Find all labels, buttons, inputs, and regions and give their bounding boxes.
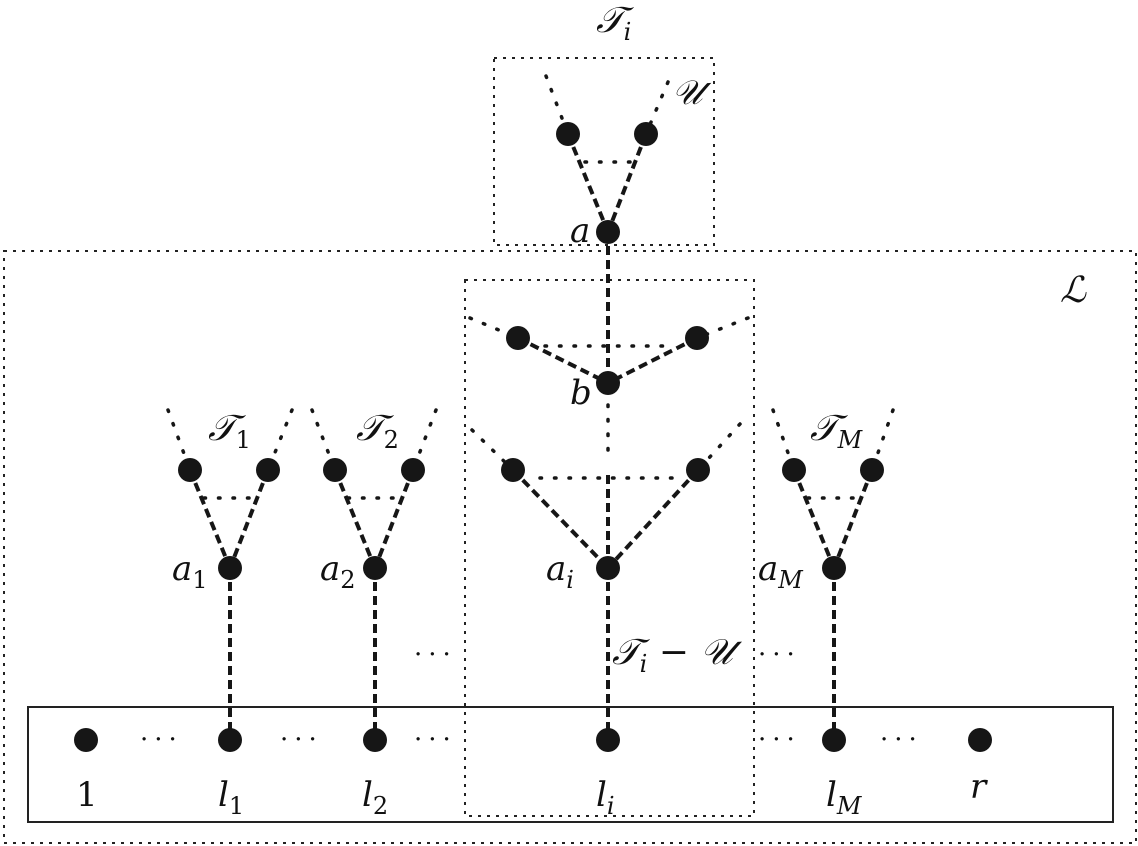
label-a2: a2 (320, 549, 356, 594)
label-TM: 𝒯M (810, 408, 864, 454)
edge-ai-left-outer-dots (470, 428, 515, 472)
label-ai: ai (546, 549, 574, 594)
edge-U-right-dots (644, 80, 670, 136)
node-ai-left (501, 458, 525, 482)
edge-a-right (606, 133, 648, 233)
leaf-lM (822, 728, 846, 752)
edge-a1-left (188, 469, 232, 569)
node-T2-left (323, 458, 347, 482)
leaf-r (968, 728, 992, 752)
node-TM-right (860, 458, 884, 482)
leaf-l1 (218, 728, 242, 752)
ellipsis-leaves-5: ··· (880, 725, 923, 755)
box-L (3, 250, 1137, 844)
edge-ai-right-outer-dots (696, 422, 742, 472)
label-T1: 𝒯1 (208, 408, 251, 454)
node-U-right (634, 122, 658, 146)
edge-T1-left-outer-dots (166, 408, 192, 472)
ellipsis-leaves-3: ··· (414, 725, 457, 755)
edge-a2-left (333, 469, 377, 569)
ellipsis-leaves-2: ··· (280, 725, 323, 755)
label-a1: a1 (172, 549, 208, 594)
edge-a2-right (373, 469, 415, 569)
node-a1 (218, 556, 242, 580)
node-ai-right (686, 458, 710, 482)
edge-a-left (566, 133, 610, 233)
leaf-li (596, 728, 620, 752)
leaf-1 (74, 728, 98, 752)
edge-ai-left (511, 468, 610, 570)
label-b: b (570, 373, 592, 413)
label-li: li (596, 775, 615, 820)
edge-U-left-dots (544, 74, 570, 136)
label-L: ℒ (1060, 270, 1087, 311)
edge-aM-right (832, 469, 874, 569)
edge-a1-right (228, 469, 270, 569)
node-aM (822, 556, 846, 580)
ellipsis-mid-right: ··· (758, 640, 801, 670)
node-a2 (363, 556, 387, 580)
ellipsis-leaves-1: ··· (140, 725, 183, 755)
node-b-right (685, 326, 709, 350)
box-leaves (27, 706, 1114, 823)
node-T1-left (178, 458, 202, 482)
edge-TM-left-outer-dots (771, 408, 796, 472)
node-U-left (556, 122, 580, 146)
edge-T2-right-outer-dots (411, 408, 438, 472)
node-T2-right (401, 458, 425, 482)
label-a: a (570, 211, 590, 251)
node-a (596, 220, 620, 244)
label-l2: l2 (362, 775, 388, 820)
ellipsis-leaves-4: ··· (758, 725, 801, 755)
node-b (596, 371, 620, 395)
label-T2: 𝒯2 (356, 408, 399, 454)
edge-TM-right-outer-dots (870, 408, 895, 472)
label-Ti-minus-U: 𝒯i − 𝒰 (612, 632, 742, 678)
node-T1-right (256, 458, 280, 482)
edge-b-left (517, 336, 609, 385)
edge-ai-right (606, 468, 700, 570)
edge-aM-left (792, 469, 836, 569)
edge-T2-left-outer-dots (310, 408, 337, 472)
ellipsis-mid-left: ··· (414, 640, 457, 670)
node-TM-left (782, 458, 806, 482)
edge-b-right (607, 336, 698, 385)
box-Ti-U (493, 57, 715, 246)
label-U: 𝒰 (672, 73, 712, 113)
label-lM: lM (826, 775, 863, 820)
label-r: r (970, 767, 988, 807)
label-Ti: 𝒯i (596, 0, 634, 46)
label-leaf-1: 1 (76, 775, 98, 815)
leaf-l2 (363, 728, 387, 752)
node-b-left (506, 326, 530, 350)
label-l1: l1 (218, 775, 244, 820)
label-aM: aM (758, 549, 804, 594)
